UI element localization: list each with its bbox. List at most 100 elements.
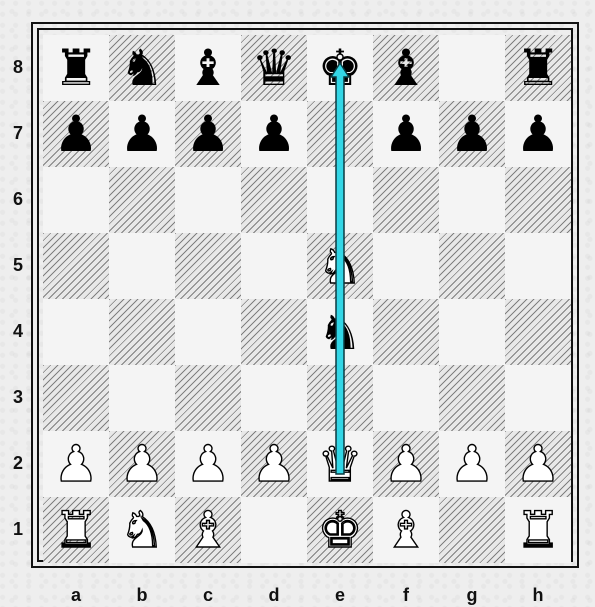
square-f5[interactable]	[373, 233, 439, 299]
white-knight-piece[interactable]: ♞	[120, 505, 165, 555]
square-g2[interactable]: ♟	[439, 431, 505, 497]
black-pawn-piece[interactable]: ♟	[186, 109, 231, 159]
square-f2[interactable]: ♟	[373, 431, 439, 497]
white-pawn-piece[interactable]: ♟	[54, 439, 99, 489]
square-f7[interactable]: ♟	[373, 101, 439, 167]
square-b4[interactable]	[109, 299, 175, 365]
black-pawn-piece[interactable]: ♟	[54, 109, 99, 159]
black-pawn-piece[interactable]: ♟	[384, 109, 429, 159]
square-f3[interactable]	[373, 365, 439, 431]
square-h7[interactable]: ♟	[505, 101, 571, 167]
black-bishop-piece[interactable]: ♝	[384, 43, 429, 93]
white-pawn-piece[interactable]: ♟	[252, 439, 297, 489]
square-a3[interactable]	[43, 365, 109, 431]
white-pawn-piece[interactable]: ♟	[186, 439, 231, 489]
square-g1[interactable]	[439, 497, 505, 563]
file-label: f	[373, 585, 439, 606]
square-b8[interactable]: ♞	[109, 35, 175, 101]
square-a7[interactable]: ♟	[43, 101, 109, 167]
white-bishop-piece[interactable]: ♝	[384, 505, 429, 555]
black-pawn-piece[interactable]: ♟	[450, 109, 495, 159]
square-e2[interactable]: ♛	[307, 431, 373, 497]
square-f1[interactable]: ♝	[373, 497, 439, 563]
square-d4[interactable]	[241, 299, 307, 365]
square-a8[interactable]: ♜	[43, 35, 109, 101]
square-e8[interactable]: ♚	[307, 35, 373, 101]
file-label: h	[505, 585, 571, 606]
square-h5[interactable]	[505, 233, 571, 299]
square-h6[interactable]	[505, 167, 571, 233]
square-b1[interactable]: ♞	[109, 497, 175, 563]
square-c7[interactable]: ♟	[175, 101, 241, 167]
white-bishop-piece[interactable]: ♝	[186, 505, 231, 555]
square-h1[interactable]: ♜	[505, 497, 571, 563]
square-c2[interactable]: ♟	[175, 431, 241, 497]
black-king-piece[interactable]: ♚	[318, 43, 363, 93]
square-f8[interactable]: ♝	[373, 35, 439, 101]
black-bishop-piece[interactable]: ♝	[186, 43, 231, 93]
white-pawn-piece[interactable]: ♟	[120, 439, 165, 489]
black-pawn-piece[interactable]: ♟	[252, 109, 297, 159]
square-b5[interactable]	[109, 233, 175, 299]
white-pawn-piece[interactable]: ♟	[516, 439, 561, 489]
square-e6[interactable]	[307, 167, 373, 233]
square-b3[interactable]	[109, 365, 175, 431]
black-queen-piece[interactable]: ♛	[252, 43, 297, 93]
white-knight-piece[interactable]: ♞	[318, 241, 363, 291]
square-e5[interactable]: ♞	[307, 233, 373, 299]
square-e4[interactable]: ♞	[307, 299, 373, 365]
square-d8[interactable]: ♛	[241, 35, 307, 101]
square-g5[interactable]	[439, 233, 505, 299]
square-a5[interactable]	[43, 233, 109, 299]
square-g3[interactable]	[439, 365, 505, 431]
square-c4[interactable]	[175, 299, 241, 365]
square-g8[interactable]	[439, 35, 505, 101]
rank-label: 8	[8, 57, 28, 78]
square-e7[interactable]	[307, 101, 373, 167]
square-d5[interactable]	[241, 233, 307, 299]
black-rook-piece[interactable]: ♜	[516, 43, 561, 93]
white-king-piece[interactable]: ♚	[318, 505, 363, 555]
file-label: d	[241, 585, 307, 606]
white-queen-piece[interactable]: ♛	[318, 439, 363, 489]
square-f6[interactable]	[373, 167, 439, 233]
square-a2[interactable]: ♟	[43, 431, 109, 497]
square-d1[interactable]	[241, 497, 307, 563]
square-a4[interactable]	[43, 299, 109, 365]
square-a6[interactable]	[43, 167, 109, 233]
white-rook-piece[interactable]: ♜	[54, 505, 99, 555]
square-c8[interactable]: ♝	[175, 35, 241, 101]
black-knight-piece[interactable]: ♞	[120, 43, 165, 93]
square-c5[interactable]	[175, 233, 241, 299]
square-g4[interactable]	[439, 299, 505, 365]
white-rook-piece[interactable]: ♜	[516, 505, 561, 555]
square-d6[interactable]	[241, 167, 307, 233]
square-e1[interactable]: ♚	[307, 497, 373, 563]
file-label: b	[109, 585, 175, 606]
black-pawn-piece[interactable]: ♟	[120, 109, 165, 159]
square-d7[interactable]: ♟	[241, 101, 307, 167]
square-g6[interactable]	[439, 167, 505, 233]
square-b7[interactable]: ♟	[109, 101, 175, 167]
square-f4[interactable]	[373, 299, 439, 365]
square-d2[interactable]: ♟	[241, 431, 307, 497]
white-pawn-piece[interactable]: ♟	[450, 439, 495, 489]
black-rook-piece[interactable]: ♜	[54, 43, 99, 93]
black-pawn-piece[interactable]: ♟	[516, 109, 561, 159]
square-h2[interactable]: ♟	[505, 431, 571, 497]
square-b2[interactable]: ♟	[109, 431, 175, 497]
square-c3[interactable]	[175, 365, 241, 431]
square-c1[interactable]: ♝	[175, 497, 241, 563]
black-knight-piece[interactable]: ♞	[318, 307, 363, 357]
square-d3[interactable]	[241, 365, 307, 431]
square-g7[interactable]: ♟	[439, 101, 505, 167]
square-h4[interactable]	[505, 299, 571, 365]
chess-board[interactable]: ♜ ♞ ♝ ♛ ♚ ♝ ♜ ♟ ♟ ♟ ♟ ♟ ♟ ♟ ♞ ♞ ♟ ♟ ♟ ♟ ♛ ♟ ♟ ♟ ♜ ♞ ♝ ♚ ♝ ♜	[43, 35, 571, 563]
square-b6[interactable]	[109, 167, 175, 233]
square-h8[interactable]: ♜	[505, 35, 571, 101]
white-pawn-piece[interactable]: ♟	[384, 439, 429, 489]
square-a1[interactable]: ♜	[43, 497, 109, 563]
square-c6[interactable]	[175, 167, 241, 233]
square-h3[interactable]	[505, 365, 571, 431]
square-e3[interactable]	[307, 365, 373, 431]
